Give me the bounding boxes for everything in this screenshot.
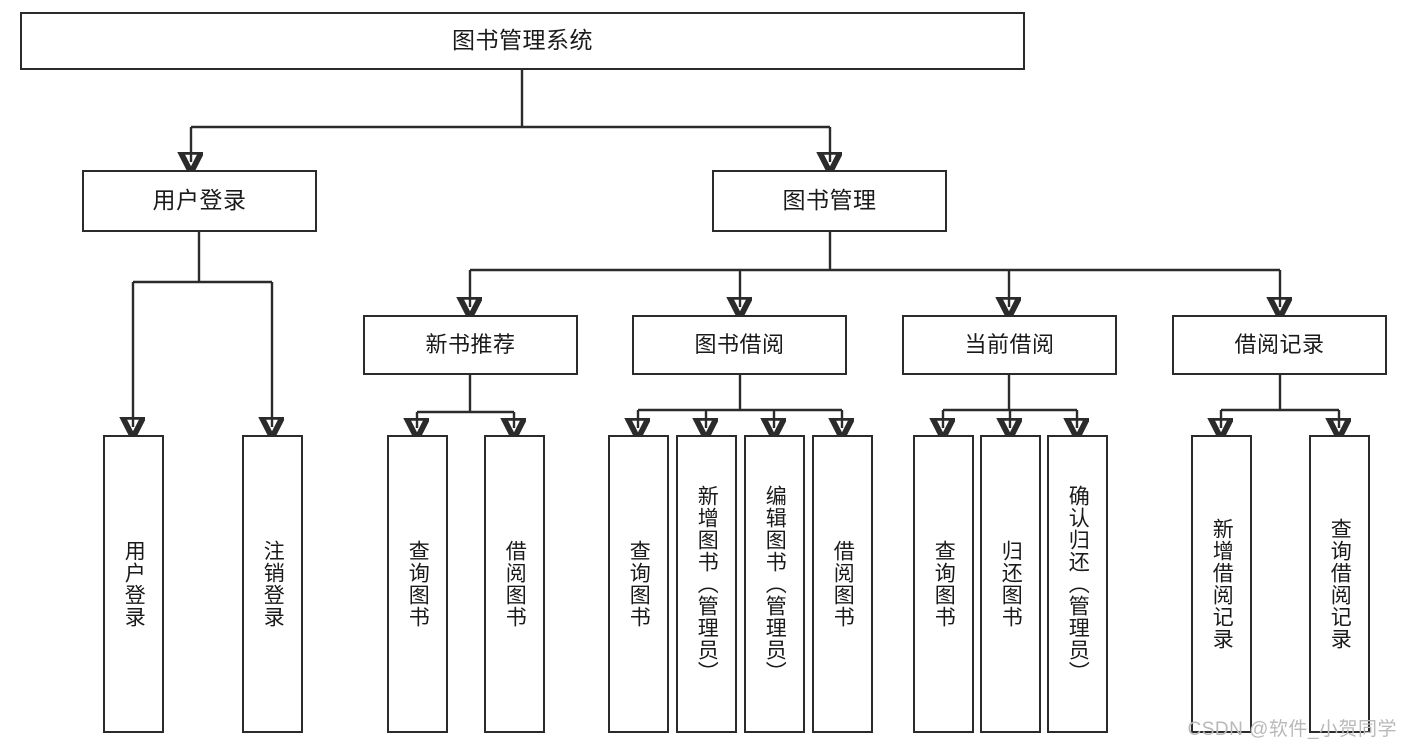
node-label: 注销登录	[261, 540, 285, 628]
node-label: 借阅记录	[1234, 331, 1325, 357]
leaf-return-book[interactable]: 归还图书	[980, 435, 1041, 733]
node-label: 归还图书	[999, 540, 1023, 628]
node-label: 借阅图书	[503, 540, 527, 628]
leaf-query-book-recommend[interactable]: 查询图书	[387, 435, 448, 733]
node-label: 借阅图书	[831, 540, 855, 628]
node-current-borrow[interactable]: 当前借阅	[902, 315, 1117, 375]
node-borrow-record[interactable]: 借阅记录	[1172, 315, 1387, 375]
node-label: 查询图书	[406, 540, 430, 628]
leaf-edit-book-admin[interactable]: 编辑图书（管理员）	[744, 435, 805, 733]
leaf-query-book-current[interactable]: 查询图书	[913, 435, 974, 733]
node-label: 新书推荐	[425, 331, 516, 357]
leaf-query-borrow-record[interactable]: 查询借阅记录	[1309, 435, 1370, 733]
node-label: 新增图书（管理员）	[695, 485, 719, 683]
node-label: 用户登录	[152, 187, 247, 214]
node-label: 图书管理系统	[452, 27, 593, 54]
node-label: 查询借阅记录	[1328, 518, 1352, 650]
node-label: 当前借阅	[964, 331, 1055, 357]
leaf-borrow-book-recommend[interactable]: 借阅图书	[484, 435, 545, 733]
leaf-borrow-book[interactable]: 借阅图书	[812, 435, 873, 733]
node-user-login[interactable]: 用户登录	[82, 170, 317, 232]
node-root-book-management-system[interactable]: 图书管理系统	[20, 12, 1025, 70]
node-label: 用户登录	[122, 540, 146, 628]
leaf-user-login[interactable]: 用户登录	[103, 435, 164, 733]
node-label: 编辑图书（管理员）	[763, 485, 787, 683]
watermark: CSDN @软件_小贺同学	[1187, 719, 1397, 740]
leaf-add-book-admin[interactable]: 新增图书（管理员）	[676, 435, 737, 733]
node-label: 确认归还（管理员）	[1066, 485, 1090, 683]
node-new-book-recommend[interactable]: 新书推荐	[363, 315, 578, 375]
node-book-borrow[interactable]: 图书借阅	[632, 315, 847, 375]
leaf-query-book-borrow[interactable]: 查询图书	[608, 435, 669, 733]
node-label: 新增借阅记录	[1210, 518, 1234, 650]
node-label: 图书管理	[782, 187, 877, 214]
leaf-confirm-return-admin[interactable]: 确认归还（管理员）	[1047, 435, 1108, 733]
node-label: 查询图书	[932, 540, 956, 628]
leaf-logout[interactable]: 注销登录	[242, 435, 303, 733]
node-label: 图书借阅	[694, 331, 785, 357]
node-book-management[interactable]: 图书管理	[712, 170, 947, 232]
leaf-add-borrow-record[interactable]: 新增借阅记录	[1191, 435, 1252, 733]
node-label: 查询图书	[627, 540, 651, 628]
